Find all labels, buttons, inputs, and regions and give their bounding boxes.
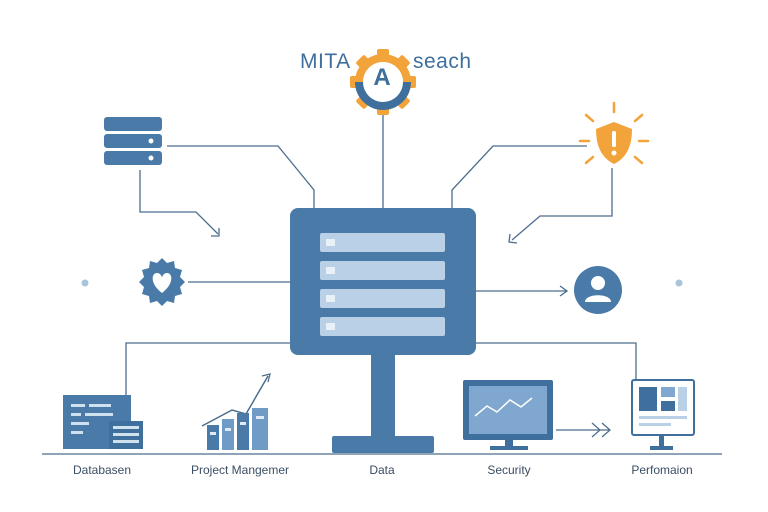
monitor-icon [463, 380, 553, 450]
title-right: seach [413, 50, 472, 73]
label-project: Project Mangemer [190, 463, 290, 477]
label-security: Security [487, 463, 531, 477]
arrowhead-user [559, 285, 569, 297]
database-icon [104, 117, 162, 165]
label-data: Data [369, 463, 395, 477]
label-performance: Perfomaion [631, 463, 693, 477]
connector-database-bottom [125, 342, 290, 395]
title-left: MITA [300, 50, 351, 73]
arrowhead-security-2 [601, 422, 611, 438]
dot-right [675, 279, 683, 287]
arrowheads [211, 228, 611, 438]
alert-shield-icon [578, 101, 650, 165]
gear-letter: A [373, 64, 391, 91]
connector-performance [476, 342, 637, 380]
server-rack-icon [63, 395, 143, 449]
central-server [290, 208, 476, 453]
connector-database-arrow [139, 170, 219, 235]
arrowhead-chart [261, 373, 271, 383]
connector-shield-arrow [511, 168, 613, 241]
connector-database-top [167, 145, 315, 208]
connector-shield-top [451, 145, 587, 208]
arrowhead-shield [508, 233, 518, 244]
gear-icon [350, 49, 416, 115]
arrowhead-database [211, 228, 220, 237]
dashboard-icon [631, 379, 695, 450]
growth-chart-icon [201, 375, 269, 450]
connectors [125, 110, 637, 431]
user-icon [574, 266, 622, 314]
label-database: Databasen [72, 463, 132, 477]
heart-badge-icon [139, 258, 185, 306]
arrowhead-security-1 [591, 422, 601, 438]
dot-left [81, 279, 89, 287]
